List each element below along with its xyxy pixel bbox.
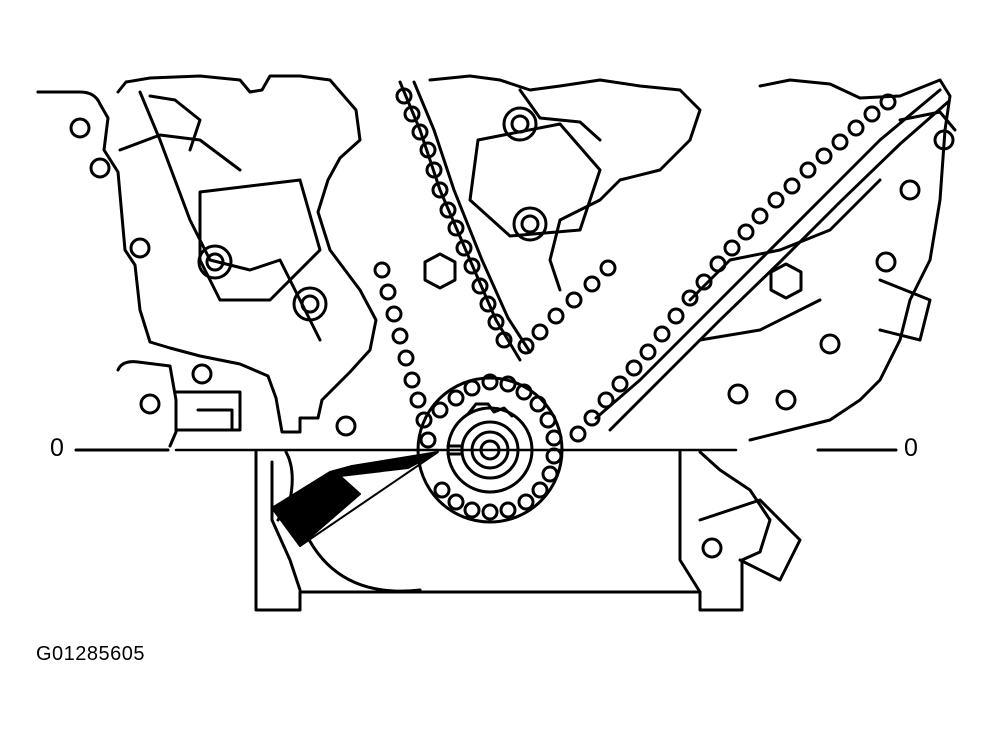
left-head-bolt	[335, 415, 357, 437]
left-head-bolt	[139, 393, 161, 415]
right-head-bolt	[875, 251, 897, 273]
left-head-bolt	[69, 117, 91, 139]
left-cylinder-head	[36, 74, 378, 434]
cam-sprocket-bolt	[512, 206, 548, 242]
crank-chain-loop	[431, 373, 563, 521]
left-head-bolt	[89, 157, 111, 179]
hex-bolt	[769, 262, 803, 300]
right-head-bolt	[933, 129, 955, 151]
upper-cam-housing	[428, 74, 702, 292]
left-timing-chain	[373, 87, 513, 449]
timing-mark-right-label: 0	[904, 434, 918, 462]
right-head-bolt	[899, 179, 921, 201]
left-head-rib	[118, 133, 242, 172]
right-timing-chain	[517, 93, 897, 443]
left-head-bolt	[191, 363, 213, 385]
figure-id-label: G01285605	[36, 643, 146, 665]
hex-bolt	[423, 252, 457, 290]
left-head-bolt	[197, 244, 233, 280]
left-head-bolt	[292, 286, 328, 322]
timing-mark-left-label: 0	[50, 434, 64, 462]
cam-sprocket-bolt	[502, 106, 538, 142]
right-chain-guide	[594, 88, 942, 420]
right-head-bolt	[727, 383, 749, 405]
cam-tensioner-body	[468, 122, 602, 238]
right-head-bolt	[775, 389, 797, 411]
right-head-bolt	[819, 333, 841, 355]
right-cylinder-head	[748, 78, 952, 442]
pointer-arrow	[271, 451, 439, 547]
front-cover-bolt	[701, 537, 723, 559]
left-head-bolt	[129, 237, 151, 259]
lower-front-cover	[254, 450, 772, 612]
left-block-flange	[116, 360, 178, 448]
